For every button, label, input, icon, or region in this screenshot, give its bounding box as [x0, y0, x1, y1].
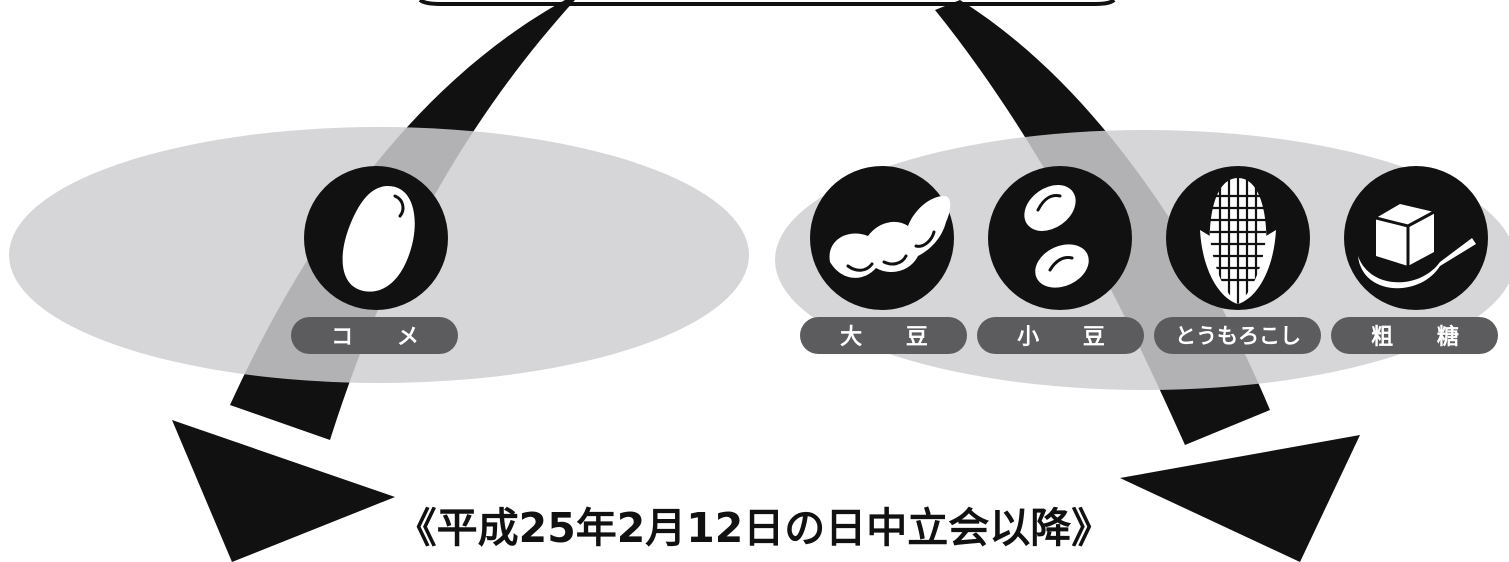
rice-label: コ メ — [331, 325, 437, 350]
azuki-circle — [988, 166, 1132, 310]
right-arrow-head — [1120, 435, 1360, 562]
azuki-label-pill — [977, 317, 1144, 354]
soybean-label: 大 豆 — [840, 325, 946, 350]
caption-text: 《平成25年2月12日の日中立会以降》 — [396, 504, 1113, 552]
item-azuki: 小 豆 — [977, 166, 1144, 354]
item-rice: コ メ — [291, 166, 458, 354]
azuki-label: 小 豆 — [1017, 325, 1123, 350]
sugar-label: 粗 糖 — [1371, 324, 1477, 350]
sugar-label-pill — [1331, 317, 1498, 354]
top-box-edge — [418, 0, 1116, 6]
soybean-pod-icon — [829, 196, 951, 278]
item-soybean: 大 豆 — [800, 166, 967, 354]
rice-grain-icon — [342, 186, 415, 292]
corn-label-pill — [1154, 317, 1321, 354]
sugar-cube-icon — [1358, 204, 1476, 289]
left-arrow-head — [172, 420, 395, 562]
soybean-label-pill — [800, 317, 967, 354]
rice-label-pill — [291, 317, 458, 354]
item-raw-sugar: 粗 糖 — [1331, 166, 1498, 354]
item-corn: とうもろこし — [1154, 166, 1321, 354]
azuki-beans-icon — [1024, 185, 1089, 288]
corn-label: とうもろこし — [1175, 324, 1301, 348]
corn-icon — [1200, 178, 1276, 304]
